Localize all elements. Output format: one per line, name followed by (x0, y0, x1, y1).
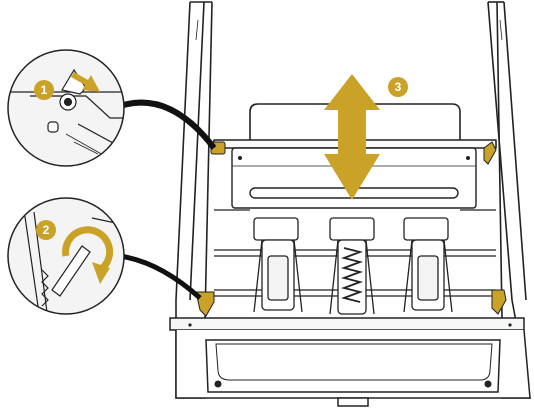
detail-circle-1 (7, 49, 125, 167)
pedal-left (253, 217, 303, 313)
pedal-right (403, 217, 453, 313)
push-arrow-icon (71, 72, 100, 92)
step-badge-2: 2 (36, 220, 56, 240)
leader-lines (119, 99, 217, 300)
step-badge-2-label: 2 (42, 223, 50, 237)
step-badge-1-label: 1 (40, 83, 48, 97)
base (169, 317, 531, 407)
latch-lower-left (195, 291, 215, 317)
step-badge-3-label: 3 (394, 80, 402, 94)
pedal-center (329, 217, 375, 315)
step-badge-1: 1 (34, 80, 54, 100)
detail-circle-2 (7, 197, 125, 315)
latch-lower-right (491, 289, 507, 315)
rotate-arrow-icon (62, 226, 114, 284)
step-badge-3: 3 (388, 77, 408, 97)
up-down-arrow-icon (324, 74, 380, 200)
latch-upper-right (483, 141, 497, 165)
